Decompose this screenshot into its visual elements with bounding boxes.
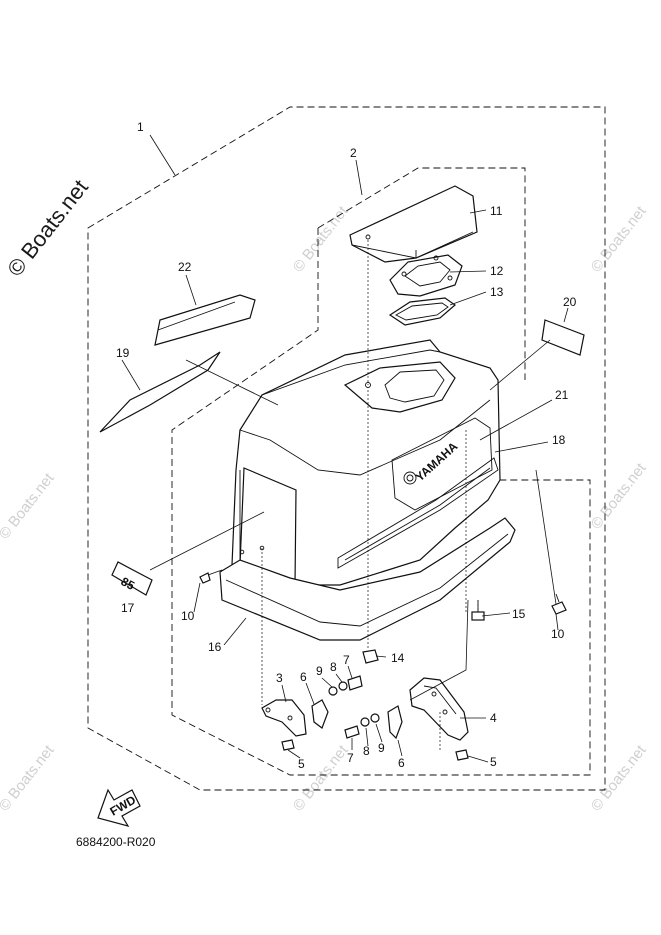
callout-6-upper: 6 — [300, 670, 307, 684]
callout-1: 1 — [137, 120, 144, 134]
callout-labels: 1 2 11 12 13 22 19 20 21 18 17 10 16 15 … — [116, 120, 577, 771]
outline-group-2 — [317, 167, 526, 380]
part-13-seal — [388, 297, 456, 326]
part-5-grommet-left — [281, 739, 295, 751]
outline-group-2b — [171, 228, 591, 776]
callout-8-lower: 8 — [363, 744, 370, 758]
callout-6-lower: 6 — [398, 756, 405, 770]
part-19-stripe — [99, 351, 221, 433]
part-14-grommet — [362, 649, 379, 664]
part-1-top-cowling: YAMAHA — [231, 339, 501, 586]
callout-2: 2 — [350, 146, 357, 160]
decal-text: 85 — [119, 574, 138, 593]
part-6-plate-right — [387, 705, 403, 740]
part-10-screw-left — [199, 569, 223, 584]
callout-14: 14 — [391, 651, 405, 665]
callout-7-lower: 7 — [347, 751, 354, 765]
callout-11: 11 — [490, 204, 503, 218]
hardware-lower — [344, 713, 380, 739]
watermark-faint-8: © Boats.net — [588, 741, 650, 814]
callout-15: 15 — [512, 607, 526, 621]
callout-12: 12 — [490, 264, 504, 278]
callout-21: 21 — [555, 388, 569, 402]
fwd-arrow-icon: FWD — [97, 788, 141, 827]
part-17-decal: 85 — [111, 561, 153, 596]
outline-group-1 — [87, 106, 606, 791]
leader-lines — [121, 134, 569, 763]
part-4-bracket — [409, 677, 469, 741]
callout-10-left: 10 — [181, 609, 195, 623]
watermark-faint-6: © Boats.net — [0, 741, 58, 814]
callout-18: 18 — [552, 433, 566, 447]
callout-8-upper: 8 — [330, 660, 337, 674]
hardware-upper — [328, 675, 363, 696]
callout-17: 17 — [121, 601, 135, 615]
part-10-screw-right — [551, 593, 567, 615]
callout-19: 19 — [116, 346, 130, 360]
watermark-faint-7: © Boats.net — [290, 741, 352, 814]
callout-22: 22 — [178, 260, 192, 274]
part-12-air-duct — [389, 254, 463, 297]
drawing-code: 6884200-R020 — [76, 835, 156, 849]
part-3-bracket — [261, 699, 307, 737]
callout-3: 3 — [276, 671, 283, 685]
part-5-grommet-right — [455, 749, 469, 761]
callout-16: 16 — [208, 640, 222, 654]
callout-20: 20 — [563, 295, 577, 309]
watermark-faint-3: © Boats.net — [0, 469, 58, 542]
part-6-plate-left — [311, 699, 329, 729]
assembly-lines — [261, 240, 479, 750]
watermark-main: © Boats.net — [2, 175, 93, 281]
callout-5-right: 5 — [490, 755, 497, 769]
part-22-decal — [154, 294, 256, 346]
watermark-faint-5: © Boats.net — [588, 459, 650, 532]
part-20-decal — [541, 319, 585, 356]
callout-9-lower: 9 — [378, 741, 385, 755]
callout-13: 13 — [490, 285, 504, 299]
watermark-faint-2: © Boats.net — [588, 202, 650, 275]
part-16-seal — [219, 517, 516, 641]
callout-9-upper: 9 — [316, 664, 323, 678]
callout-7-upper: 7 — [343, 653, 350, 667]
part-11-top-lid — [349, 185, 478, 263]
callout-10-right: 10 — [551, 627, 565, 641]
callout-5-left: 5 — [298, 757, 305, 771]
callout-4: 4 — [490, 711, 497, 725]
